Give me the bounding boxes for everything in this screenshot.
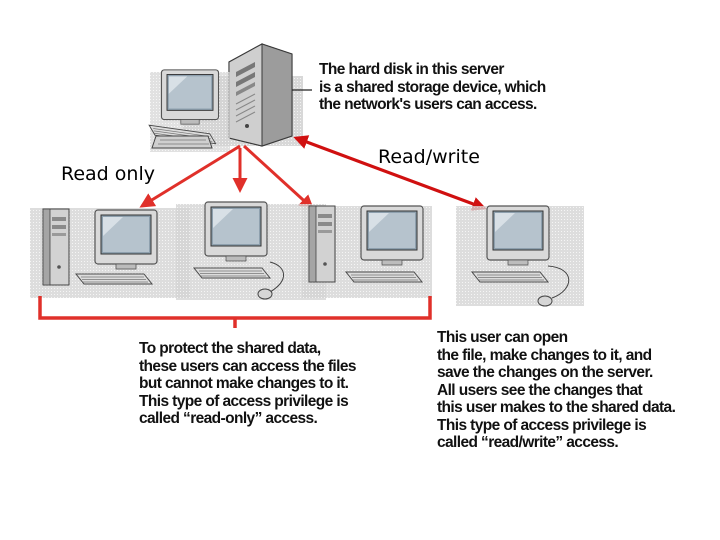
server-workstation-icon: [147, 69, 230, 152]
server-caption-line: is a shared storage device, which: [319, 78, 546, 96]
read-write-arrow: [293, 135, 487, 211]
read-only-caption-line: called “read-only” access.: [139, 410, 318, 427]
server-caption: The hard disk in this server is a shared…: [319, 61, 546, 114]
read-only-caption: To protect the shared data, these users …: [139, 340, 356, 428]
read-only-caption-line: This type of access privilege is: [139, 392, 349, 410]
read-write-caption-line: This user can open: [437, 329, 568, 346]
desktop-computer-icon: [176, 201, 326, 300]
read-only-caption-line: To protect the shared data,: [139, 340, 321, 357]
read-write-caption-line: save the changes on the server.: [437, 364, 653, 381]
read-write-caption-line: called “read/write” access.: [437, 434, 619, 451]
desktop-computer-icon: [456, 205, 584, 307]
read-write-label: Read/write: [378, 146, 480, 168]
read-only-caption-line: these users can access the files: [139, 357, 356, 375]
read-write-caption-line: this user makes to the shared data.: [437, 399, 676, 416]
read-write-caption-line: This type of access privilege is: [437, 416, 647, 434]
desktop-computer-icon: [30, 208, 190, 298]
read-write-caption-line: All users see the changes that: [437, 381, 643, 399]
read-only-label: Read only: [61, 163, 155, 185]
server-tower-icon: [183, 43, 303, 147]
server-caption-line: the network's users can access.: [319, 96, 537, 113]
read-only-caption-line: but cannot make changes to it.: [139, 375, 349, 392]
read-write-caption: This user can open the file, make change…: [437, 329, 676, 452]
server-access-arrows: [139, 144, 315, 211]
desktop-computer-icon: [302, 205, 432, 298]
read-write-caption-line: the file, make changes to it, and: [437, 346, 652, 364]
server-caption-line: The hard disk in this server: [319, 61, 504, 78]
